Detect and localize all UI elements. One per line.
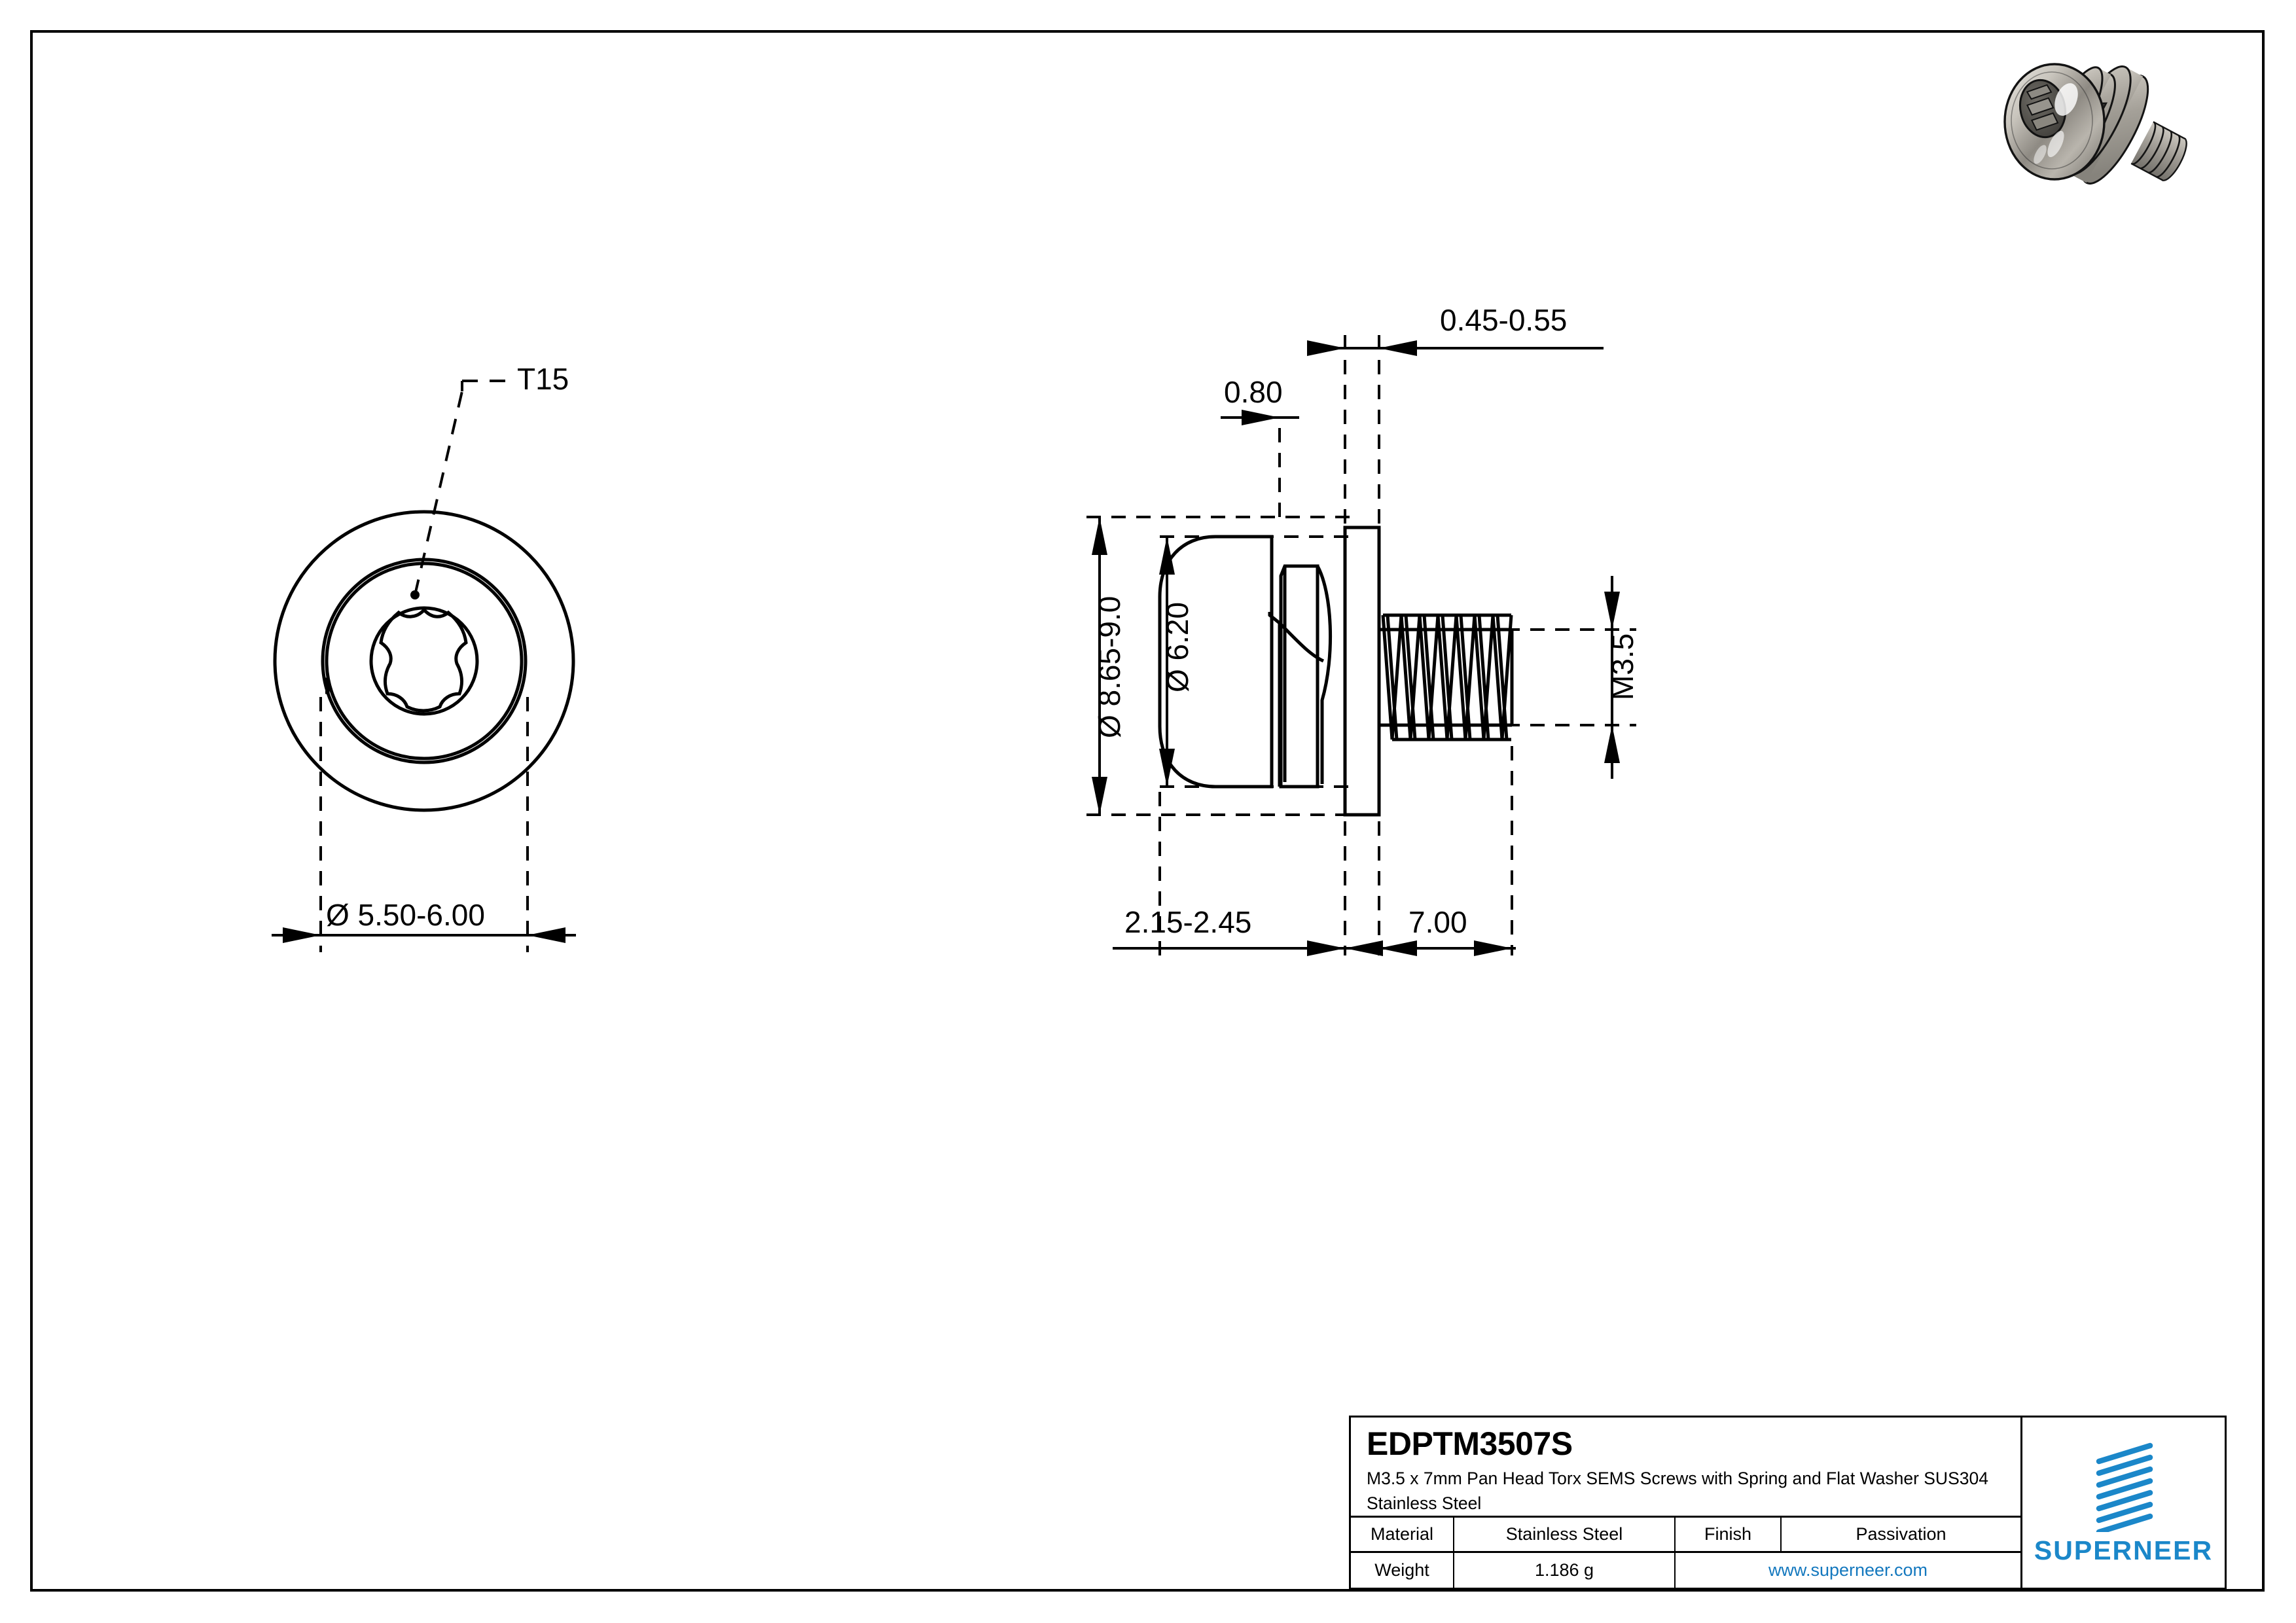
- thread-length-label: 7.00: [1408, 905, 1467, 939]
- part-number: EDPTM3507S: [1367, 1425, 1573, 1462]
- material-label: Material: [1351, 1518, 1454, 1551]
- material-row: Material Stainless Steel Finish Passivat…: [1351, 1518, 2020, 1553]
- head-height-label: 2.15-2.45: [1124, 905, 1252, 939]
- product-3d-render: [2003, 63, 2187, 185]
- material-value: Stainless Steel: [1454, 1518, 1676, 1551]
- weight-row: Weight 1.186 g www.superneer.com: [1351, 1552, 2020, 1588]
- website-link[interactable]: www.superneer.com: [1768, 1560, 1928, 1580]
- superneer-logo-icon: [2096, 1442, 2153, 1532]
- front-view-diameter-label: Ø 5.50-6.00: [326, 898, 485, 932]
- washer-od-label: Ø 8.65-9.0: [1092, 596, 1126, 738]
- part-description: M3.5 x 7mm Pan Head Torx SEMS Screws wit…: [1367, 1469, 1988, 1513]
- brand-logo-panel: SUPERNEER: [2022, 1418, 2225, 1588]
- brand-name: SUPERNEER: [2034, 1535, 2214, 1565]
- finish-value: Passivation: [1856, 1524, 1946, 1544]
- title-block: EDPTM3507S M3.5 x 7mm Pan Head Torx SEMS…: [1349, 1416, 2227, 1590]
- drawing-border: [30, 30, 2265, 1592]
- title-block-left: EDPTM3507S M3.5 x 7mm Pan Head Torx SEMS…: [1351, 1418, 2022, 1588]
- title-block-heading: EDPTM3507S M3.5 x 7mm Pan Head Torx SEMS…: [1351, 1418, 2020, 1518]
- t15-callout-label: T15: [517, 362, 569, 396]
- spring-washer-thickness-label: 0.80: [1224, 375, 1283, 409]
- drawing-border-inner: [36, 36, 2259, 1586]
- flat-washer-thickness-label: 0.45-0.55: [1440, 303, 1568, 337]
- finish-label: Finish: [1676, 1518, 1782, 1551]
- weight-value: 1.186 g: [1454, 1552, 1676, 1588]
- thread-size-label: M3.5: [1605, 633, 1640, 700]
- head-diameter-label: Ø 6.20: [1160, 601, 1194, 692]
- weight-label: Weight: [1351, 1552, 1454, 1588]
